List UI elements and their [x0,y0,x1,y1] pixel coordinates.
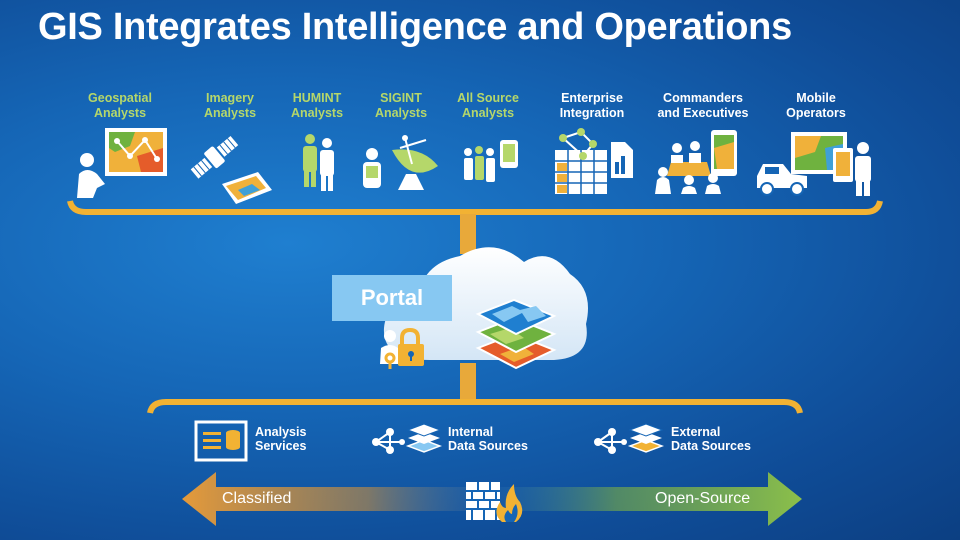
analysis-services-icon [194,420,248,462]
user-lock-icon [380,328,424,369]
open-source-label: Open-Source [655,490,751,507]
internal-data-icon [372,423,442,454]
mobile-operators-icon [757,132,871,196]
sigint-antenna-icon [363,135,438,190]
all-source-people-icon [464,140,518,182]
enterprise-grid-icon [555,128,633,194]
satellite-icon [190,135,272,204]
bottom-bracket [147,399,803,414]
classified-label: Classified [222,490,292,507]
top-bracket [67,200,883,403]
map-layers-icon [475,298,557,370]
commanders-icon [655,130,737,194]
page-title: GIS Integrates Intelligence and Operatio… [38,6,792,48]
firewall-icon [466,482,523,522]
humint-people-icon [303,134,334,191]
geospatial-analyst-icon [77,128,167,198]
portal-label-box: Portal [332,275,452,321]
external-data-icon [594,423,664,454]
portal-label: Portal [360,285,424,310]
